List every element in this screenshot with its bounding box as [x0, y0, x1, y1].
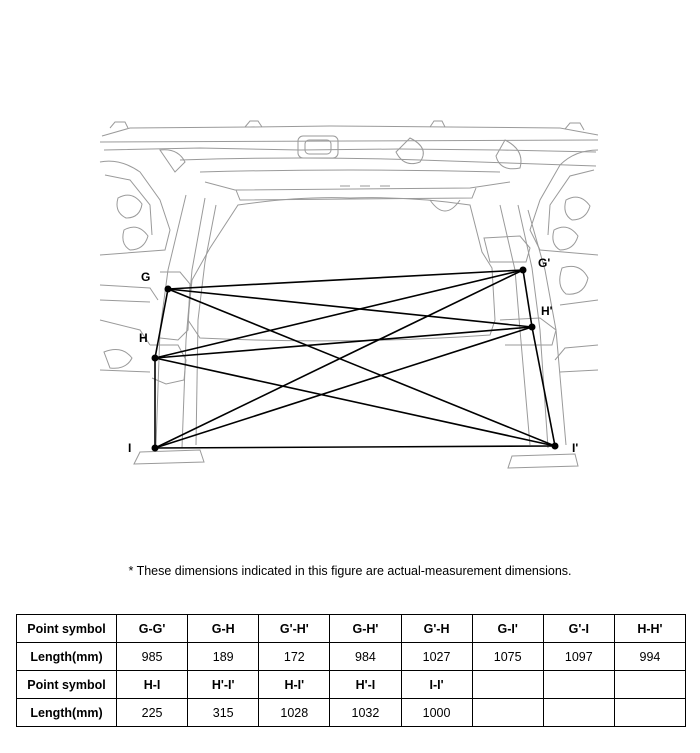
table-cell: G'-H' [258, 614, 331, 643]
point-I [151, 444, 159, 452]
table-row: Point symbol H-I H'-I' H-I' H'-I I-I' [16, 670, 687, 699]
point-label-I: I [128, 441, 131, 455]
line-G-Hp [167, 288, 533, 328]
line-Hp-Ip [531, 326, 556, 447]
table-row: Length(mm) 225 315 1028 1032 1000 [16, 698, 687, 727]
table-cell: 985 [115, 642, 189, 671]
point-label-H: H [139, 331, 148, 345]
table-cell [613, 698, 687, 727]
table-cell: 1027 [400, 642, 473, 671]
table-cell: G-H [187, 614, 260, 643]
table-cell: 994 [613, 642, 687, 671]
table-cell: 172 [258, 642, 331, 671]
point-Hp [528, 323, 536, 331]
table-row: Length(mm) 985 189 172 984 1027 1075 109… [16, 642, 687, 671]
point-label-Hp: H' [541, 304, 553, 318]
frame-drawing: G G' H H' I I' [99, 120, 599, 469]
point-label-Gp: G' [538, 256, 550, 270]
line-H-Hp [154, 326, 533, 359]
body-frame-diagram: G G' H H' I I' [99, 120, 599, 469]
table-cell: 1028 [258, 698, 331, 727]
table-cell: G-I' [471, 614, 544, 643]
row-header: Length(mm) [16, 642, 117, 671]
measurement-lines [154, 269, 556, 449]
table-cell [471, 670, 544, 699]
table-cell: 1000 [400, 698, 473, 727]
table-row: Point symbol G-G' G-H G'-H' G-H' G'-H G-… [16, 614, 687, 643]
table-cell: H-I' [258, 670, 331, 699]
line-Gp-Hp [522, 269, 533, 328]
line-G-Gp [167, 269, 524, 290]
table-cell [542, 670, 615, 699]
table-cell: 315 [187, 698, 260, 727]
line-Gp-H [154, 269, 524, 359]
table-cell: G'-H [400, 614, 473, 643]
dimension-table: Point symbol G-G' G-H G'-H' G-H' G'-H G-… [16, 614, 687, 727]
table-cell: G'-I [542, 614, 615, 643]
point-H [151, 354, 159, 362]
table-cell: 225 [115, 698, 189, 727]
table-cell: H-H' [613, 614, 687, 643]
point-Gp [519, 266, 527, 274]
row-header: Length(mm) [16, 698, 117, 727]
table-cell: H'-I' [187, 670, 260, 699]
table-cell [471, 698, 544, 727]
row-header: Point symbol [16, 614, 117, 643]
measurement-points [151, 266, 559, 452]
table-cell: I-I' [400, 670, 473, 699]
point-label-Ip: I' [572, 441, 578, 455]
point-G [164, 285, 172, 293]
line-Hp-I [154, 326, 533, 449]
table-cell: G-H' [329, 614, 402, 643]
line-I-Ip [154, 445, 556, 449]
table-cell: 1032 [329, 698, 402, 727]
measurement-note: * These dimensions indicated in this fig… [128, 564, 572, 578]
row-header: Point symbol [16, 670, 117, 699]
line-G-H [154, 288, 169, 359]
table-cell [613, 670, 687, 699]
point-label-G: G [141, 270, 150, 284]
table-cell: 189 [187, 642, 260, 671]
point-Ip [551, 442, 559, 450]
table-cell: 984 [329, 642, 402, 671]
line-G-Ip [167, 288, 556, 447]
table-cell: H-I [115, 670, 189, 699]
frame-outline [99, 120, 599, 469]
table-cell: 1075 [471, 642, 544, 671]
table-cell: 1097 [542, 642, 615, 671]
table-cell: G-G' [115, 614, 189, 643]
table-cell: H'-I [329, 670, 402, 699]
line-H-Ip [154, 357, 556, 447]
table-cell [542, 698, 615, 727]
line-Gp-I [154, 269, 524, 449]
